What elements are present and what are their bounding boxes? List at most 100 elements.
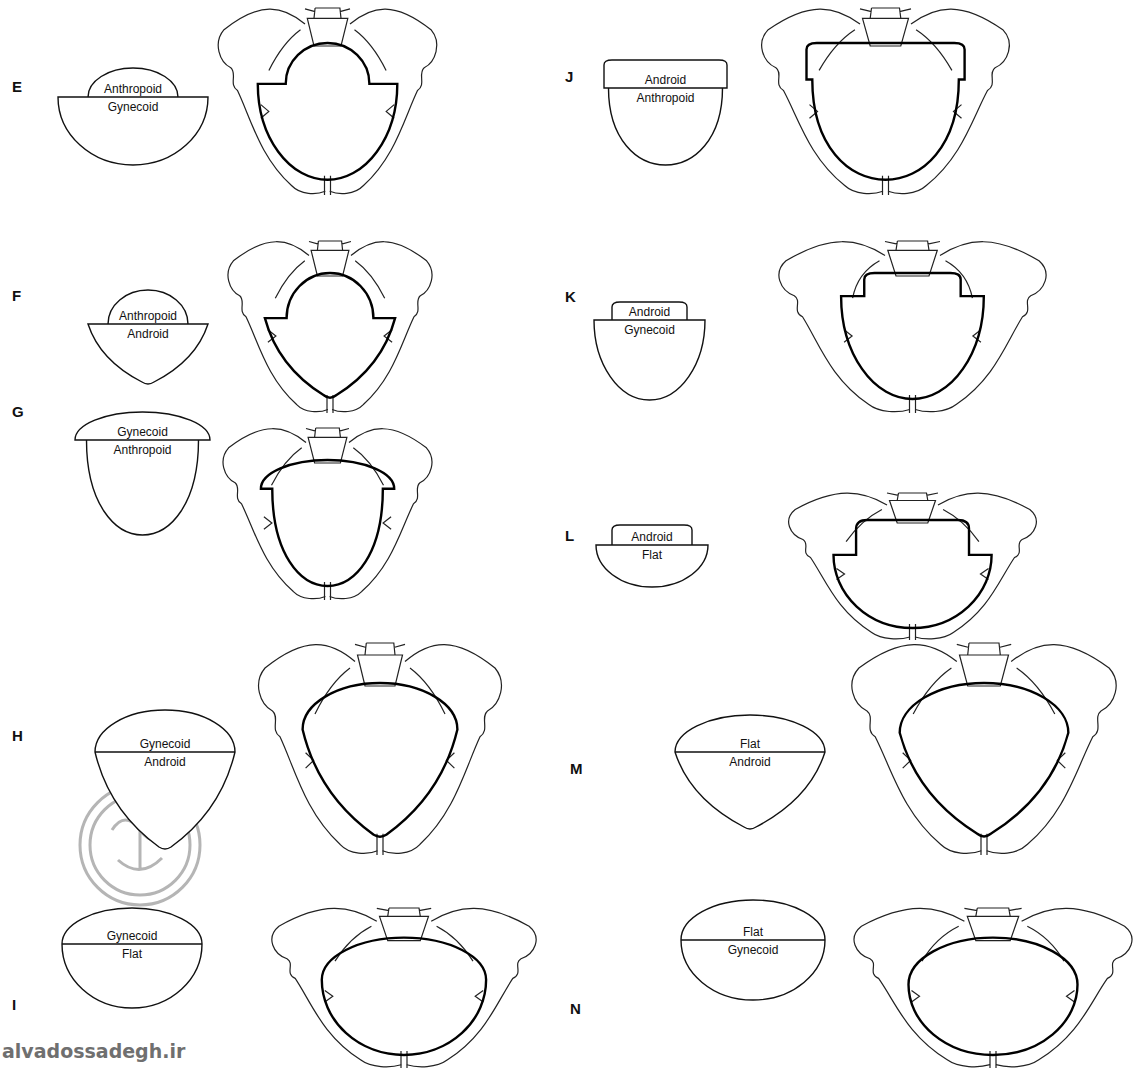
panel-letter: I	[12, 996, 16, 1014]
pelvis-type-key: AnthropoidGynecoid	[58, 68, 208, 165]
pelvis-type-name: Gynecoid	[681, 943, 825, 957]
bone-contour	[819, 30, 855, 71]
spine-and-symphysis	[377, 908, 431, 916]
hip-bone	[888, 9, 1009, 194]
spine-and-symphysis	[305, 8, 350, 18]
spine-and-symphysis	[401, 1051, 407, 1068]
bone-contour	[407, 908, 536, 1066]
pelvic-inlet	[261, 460, 394, 586]
bone-contour	[762, 9, 883, 194]
pelvis-type-key: AnthropoidAndroid	[88, 290, 208, 385]
pelvis-drawing	[228, 241, 432, 413]
key-shape-path	[596, 525, 708, 587]
pelvic-inlet	[303, 683, 458, 837]
hip-bone	[762, 9, 883, 194]
pelvis-type-name: Android	[596, 530, 708, 544]
pelvis-type-name: Android	[95, 755, 235, 769]
bone-contour	[789, 493, 910, 639]
pelvis-type-key: AndroidAnthropoid	[604, 60, 727, 165]
bone-contour	[355, 261, 385, 298]
bone-contour	[330, 9, 437, 194]
pelvis-type-key: GynecoidAnthropoid	[75, 412, 210, 535]
bone-contour	[946, 261, 973, 298]
bone-contour	[943, 510, 979, 542]
panel-letter: M	[570, 760, 583, 778]
pelvic-inlet	[900, 683, 1069, 836]
spine-and-symphysis	[960, 655, 1009, 686]
pelvic-inlet	[834, 520, 992, 628]
bone-contour	[335, 926, 371, 961]
spine-and-symphysis	[355, 643, 405, 655]
pelvis-type-name: Gynecoid	[95, 737, 235, 751]
bone-contour	[355, 30, 387, 71]
bone-contour	[854, 908, 990, 1066]
bone-contour	[853, 261, 880, 298]
key-shape-outline	[675, 715, 825, 830]
key-shape-path	[75, 412, 210, 535]
hip-bone	[915, 493, 1036, 639]
spine-and-symphysis	[887, 493, 938, 501]
bone-contour	[269, 30, 301, 71]
pelvic-inlet	[841, 273, 984, 399]
key-shape-path	[681, 900, 825, 1000]
spine-and-symphysis	[957, 643, 1011, 655]
pelvis-type-name: Gynecoid	[58, 100, 208, 114]
panel-letter: K	[565, 288, 576, 306]
bone-contour	[1067, 990, 1075, 1002]
pelvis-type-name: Gynecoid	[594, 323, 705, 337]
hip-bone	[332, 242, 432, 412]
panel-letter: H	[12, 727, 23, 745]
bone-contour	[437, 926, 473, 961]
pelvis-drawing	[779, 241, 1046, 413]
bone-contour	[218, 9, 325, 194]
spine-and-symphysis	[910, 624, 916, 640]
pelvis-drawing	[854, 908, 1132, 1068]
pelvic-inlet	[265, 273, 395, 398]
key-shape-path	[62, 908, 202, 1008]
pelvis-drawing	[852, 643, 1116, 855]
hip-bone	[407, 908, 536, 1066]
pelvis-type-name: Android	[594, 305, 705, 319]
bone-contour	[275, 261, 305, 298]
pelvic-inlet	[807, 43, 965, 180]
pelvic-inlet	[909, 938, 1078, 1055]
bone-contour	[846, 510, 882, 542]
pelvic-inlet	[322, 938, 486, 1055]
bone-contour	[916, 30, 952, 71]
pelvis-type-name: Anthropoid	[75, 443, 210, 457]
hip-bone	[272, 908, 401, 1066]
pelvis-drawing	[218, 8, 437, 195]
pelvis-type-name: Gynecoid	[62, 929, 202, 943]
hip-bone	[996, 908, 1132, 1066]
pelvis-type-name: Flat	[681, 925, 825, 939]
spine-and-symphysis	[309, 241, 351, 250]
bone-contour	[913, 668, 951, 714]
pelvic-inlet	[258, 43, 398, 180]
pelvis-type-name: Flat	[675, 737, 825, 751]
pelvis-type-name: Android	[675, 755, 825, 769]
pelvis-type-key: GynecoidFlat	[62, 908, 202, 1008]
pelvis-type-name: Anthropoid	[58, 82, 208, 96]
hip-bone	[218, 9, 325, 194]
bone-contour	[996, 908, 1132, 1066]
pelvis-drawing	[762, 8, 1010, 195]
bone-contour	[912, 990, 920, 1002]
pelvis-drawing	[259, 643, 502, 855]
pelvis-type-key: FlatGynecoid	[681, 900, 825, 1000]
pelvis-type-key: FlatAndroid	[675, 715, 825, 830]
key-shape-path	[675, 715, 825, 829]
bone-contour	[315, 668, 350, 714]
pelvis-type-name: Android	[604, 73, 727, 87]
panel-letter: F	[12, 287, 21, 305]
key-shape-outline	[95, 710, 235, 850]
pelvis-type-name: Android	[88, 327, 208, 341]
panel-letter: L	[565, 527, 574, 545]
pelvis-type-name: Flat	[62, 947, 202, 961]
pelvis-type-key: AndroidFlat	[596, 525, 708, 587]
pelvis-drawing	[223, 428, 432, 600]
bone-contour	[264, 517, 272, 530]
spine-and-symphysis	[964, 908, 1021, 916]
bone-contour	[915, 493, 1036, 639]
spine-and-symphysis	[910, 395, 916, 413]
